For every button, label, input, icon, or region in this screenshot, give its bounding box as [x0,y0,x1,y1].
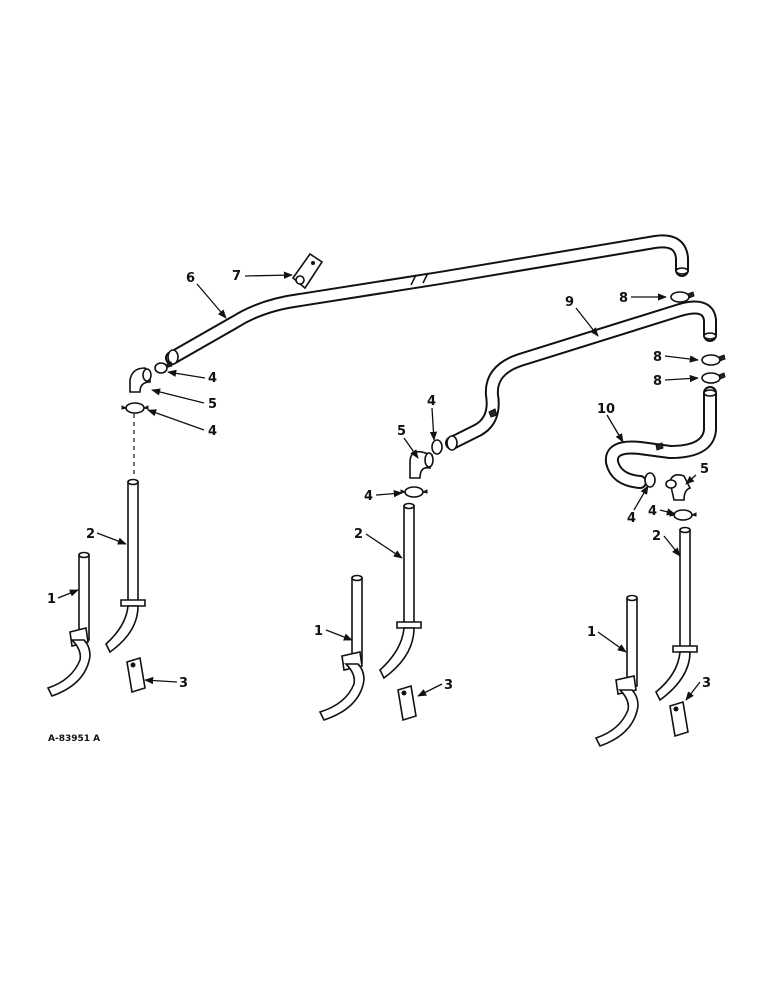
callout-4-right-lower: 4 [627,511,636,526]
callout-1-left: 1 [47,592,56,607]
drawing-reference-code: A-83951 A [48,734,100,744]
elbow-assembly-center [400,439,443,498]
callout-2-right: 2 [652,529,661,544]
curved-tube [604,386,717,489]
leader-lines [57,271,701,701]
shank-group-right [594,526,698,747]
callout-3-right: 3 [702,676,711,691]
callout-3-center: 3 [444,678,453,693]
callout-8-middle: 8 [653,350,662,365]
callout-4-center-upper: 4 [427,394,436,409]
callout-1-center: 1 [314,624,323,639]
callout-8-top: 8 [619,291,628,306]
callout-4-center-lower: 4 [364,489,373,504]
callout-7: 7 [232,269,241,284]
shank-group-center [318,502,422,722]
callout-4-left-upper: 4 [208,371,217,386]
callout-5-left: 5 [208,397,217,412]
callout-3-left: 3 [179,676,188,691]
callout-2-left: 2 [86,527,95,542]
callout-6: 6 [186,271,195,286]
callout-10: 10 [597,402,615,417]
elbow-assembly-right [644,472,697,521]
tube-bracket [291,252,324,290]
branch-tube [445,300,717,451]
callout-9: 9 [565,295,574,310]
callout-labels: 6 7 9 8 8 8 10 4 5 4 2 1 3 4 5 4 2 1 3 5… [47,269,711,693]
elbow-assembly-left [121,361,173,414]
hose-clamps [670,291,726,384]
callout-5-right: 5 [700,462,709,477]
callout-4-right-upper: 4 [648,504,657,519]
callout-5-center: 5 [397,424,406,439]
shank-group-left [46,478,146,697]
callout-4-left-lower: 4 [208,424,217,439]
callout-8-lower: 8 [653,374,662,389]
callout-1-right: 1 [587,625,596,640]
callout-2-center: 2 [354,527,363,542]
main-delivery-tube [165,234,689,365]
